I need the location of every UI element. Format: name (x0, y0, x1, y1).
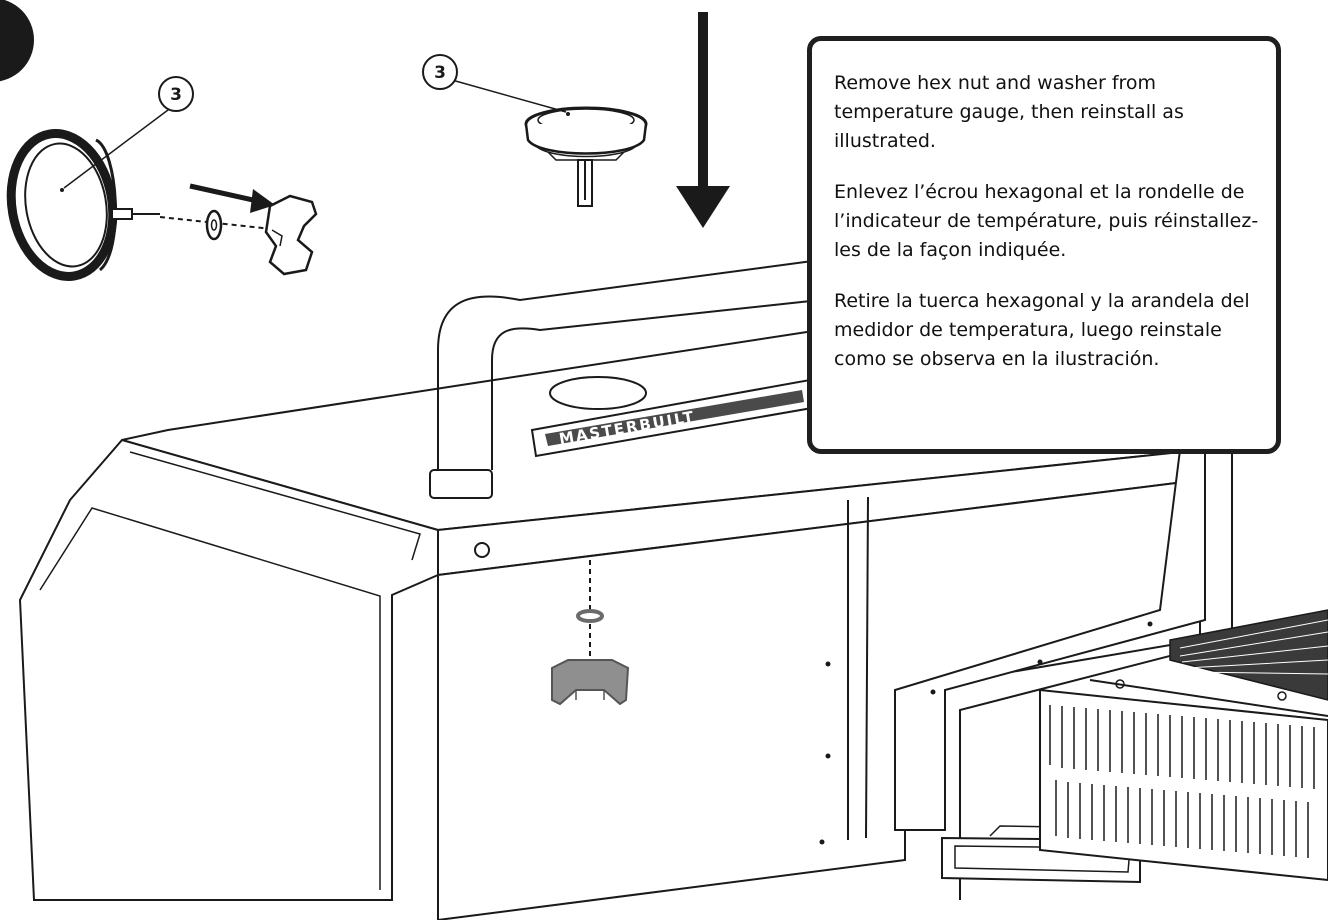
top-detail-gauge (524, 106, 648, 207)
rivets (819, 621, 1153, 845)
callout-number-top: 3 (434, 63, 446, 83)
left-detail-gauge-assembly (6, 129, 318, 281)
callout-bubble-top: 3 (422, 54, 567, 113)
callout-number-left: 3 (170, 85, 182, 105)
down-arrow (676, 12, 730, 228)
instruction-text-french: Enlevez l’écrou hexagonal et la rondelle… (834, 181, 1259, 261)
instruction-text-english: Remove hex nut and washer from temperatu… (834, 72, 1184, 152)
instruction-text-spanish: Retire la tuerca hexagonal y la arandela… (834, 290, 1250, 370)
step-number-badge (0, 0, 34, 82)
side-vent-grate (1039, 609, 1328, 882)
instruction-callout-box: Remove hex nut and washer from temperatu… (807, 36, 1281, 454)
lid-underside-hardware (551, 560, 630, 706)
callout-bubble-left: 3 (63, 76, 194, 189)
